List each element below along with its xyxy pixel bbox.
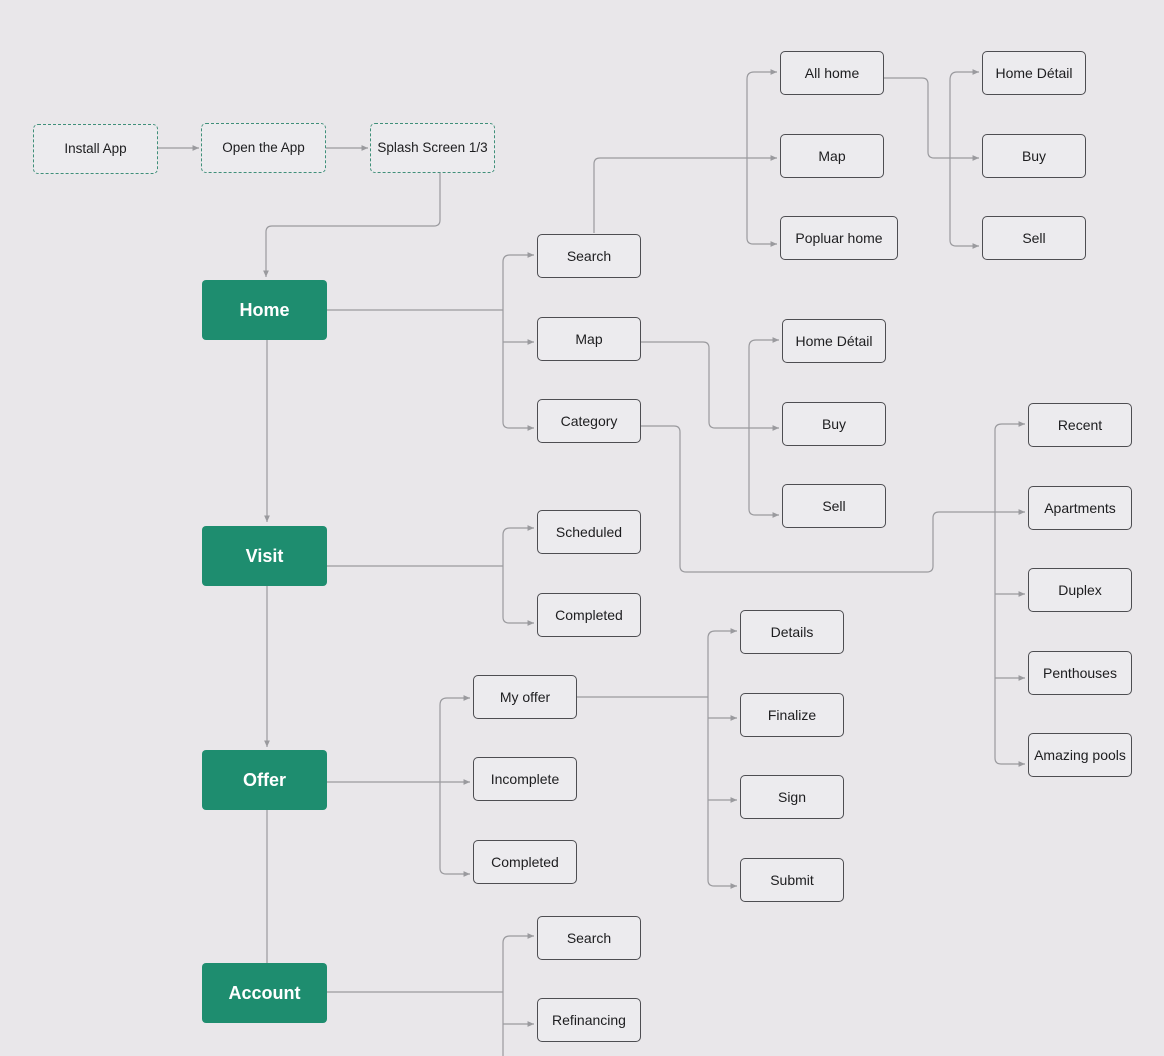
category-recent-node[interactable]: Recent xyxy=(1028,403,1132,447)
all-home-detail-node[interactable]: Home Détail xyxy=(982,51,1086,95)
account-search-node[interactable]: Search xyxy=(537,916,641,960)
category-apartments-node[interactable]: Apartments xyxy=(1028,486,1132,530)
offer-incomplete-node[interactable]: Incomplete xyxy=(473,757,577,801)
all-home-buy-node[interactable]: Buy xyxy=(982,134,1086,178)
splash-screen-node[interactable]: Splash Screen 1/3 xyxy=(370,123,495,173)
offer-submit-node[interactable]: Submit xyxy=(740,858,844,902)
category-duplex-node[interactable]: Duplex xyxy=(1028,568,1132,612)
visit-completed-node[interactable]: Completed xyxy=(537,593,641,637)
popular-home-node[interactable]: Popluar home xyxy=(780,216,898,260)
home-node[interactable]: Home xyxy=(202,280,327,340)
map-sell-node[interactable]: Sell xyxy=(782,484,886,528)
all-home-node[interactable]: All home xyxy=(780,51,884,95)
visit-scheduled-node[interactable]: Scheduled xyxy=(537,510,641,554)
category-penthouses-node[interactable]: Penthouses xyxy=(1028,651,1132,695)
offer-sign-node[interactable]: Sign xyxy=(740,775,844,819)
map-detail-node[interactable]: Home Détail xyxy=(782,319,886,363)
my-offer-node[interactable]: My offer xyxy=(473,675,577,719)
map-buy-node[interactable]: Buy xyxy=(782,402,886,446)
install-app-node[interactable]: Install App xyxy=(33,124,158,174)
offer-node[interactable]: Offer xyxy=(202,750,327,810)
search-map-node[interactable]: Map xyxy=(780,134,884,178)
visit-node[interactable]: Visit xyxy=(202,526,327,586)
home-map-node[interactable]: Map xyxy=(537,317,641,361)
offer-finalize-node[interactable]: Finalize xyxy=(740,693,844,737)
category-pools-node[interactable]: Amazing pools xyxy=(1028,733,1132,777)
offer-completed-node[interactable]: Completed xyxy=(473,840,577,884)
home-category-node[interactable]: Category xyxy=(537,399,641,443)
open-app-node[interactable]: Open the App xyxy=(201,123,326,173)
all-home-sell-node[interactable]: Sell xyxy=(982,216,1086,260)
account-node[interactable]: Account xyxy=(202,963,327,1023)
home-search-node[interactable]: Search xyxy=(537,234,641,278)
offer-details-node[interactable]: Details xyxy=(740,610,844,654)
account-refinancing-node[interactable]: Refinancing xyxy=(537,998,641,1042)
